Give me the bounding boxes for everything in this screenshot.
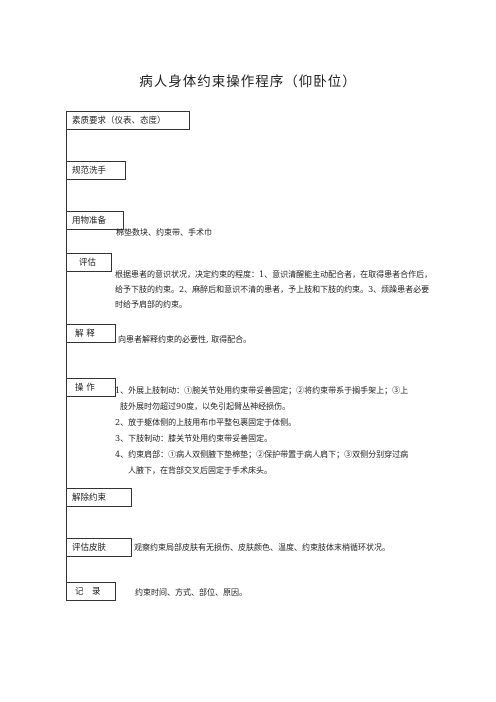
step-handwash-label: 规范洗手 [72,166,107,176]
page-title: 病人身体约束操作程序（仰卧位） [139,74,357,90]
operate-item: 4、约束肩部：①病人双侧腋下垫棉垫；②保护带置于病人肩下；③双侧分别穿过病 [115,450,409,459]
operate-item: 肢外展时勿超过90度，以免引起臂丛神经损伤。 [120,402,291,411]
connector-line [66,396,67,488]
connector-line [66,556,67,582]
step-assess-box: 评估 [66,253,112,272]
step-skin-box: 评估皮肤 [66,538,132,557]
step-quality-box: 素质要求（仪表、态度） [66,111,190,130]
connector-line [66,129,67,161]
operate-item: 1、外展上肢制动：①腕关节处用约束带妥善固定；②将约束带系于搁手架上；③上 [115,386,409,395]
connector-line [66,179,67,211]
step-assess-label: 评估 [79,258,97,268]
step-supplies-detail: 棉垫数块、约束带、手术巾 [116,228,212,237]
step-operate-label: 操 作 [75,383,95,393]
step-release-box: 解除约束 [66,488,132,507]
step-explain-detail: 向患者解释约束的必要性, 取得配合。 [118,335,252,344]
step-assess-detail: 根据患者的意识状况，决定约束的程度：1、意识清醒能主动配合者，在取得患者合作后，… [115,270,433,309]
step-skin-detail: 观察约束局部皮肤有无损伤、皮肤颜色、温度、约束肢体末梢循环状况。 [134,543,390,552]
connector-line [66,229,67,253]
operate-item: 3、下肢制动：膝关节处用约束带妥善固定。 [115,434,273,443]
step-operate-box: 操 作 [66,378,116,397]
connector-line [66,271,67,324]
step-record-label: 记 录 [75,587,101,597]
connector-line [66,506,67,538]
step-explain-label: 解 释 [75,329,95,339]
step-release-label: 解除约束 [72,493,107,503]
step-operate-list: 1、外展上肢制动：①腕关节处用约束带妥善固定；②将约束带系于搁手架上；③上 肢外… [115,383,408,479]
operate-item: 2、放于躯体侧的上肢用布巾平整包裹固定于体侧。 [115,418,297,427]
connector-line [66,342,67,378]
step-skin-label: 评估皮肤 [72,543,107,553]
step-record-detail: 约束时间、方式、部位、原因。 [135,588,247,597]
step-quality-label: 素质要求（仪表、态度） [72,116,166,126]
step-supplies-box: 用物准备 [66,211,124,230]
step-supplies-label: 用物准备 [72,216,107,226]
step-explain-box: 解 释 [66,324,116,343]
step-handwash-box: 规范洗手 [66,161,126,180]
step-record-box: 记 录 [66,582,116,601]
operate-item: 人腋下，在背部交叉后固定于手术床头。 [128,466,272,475]
